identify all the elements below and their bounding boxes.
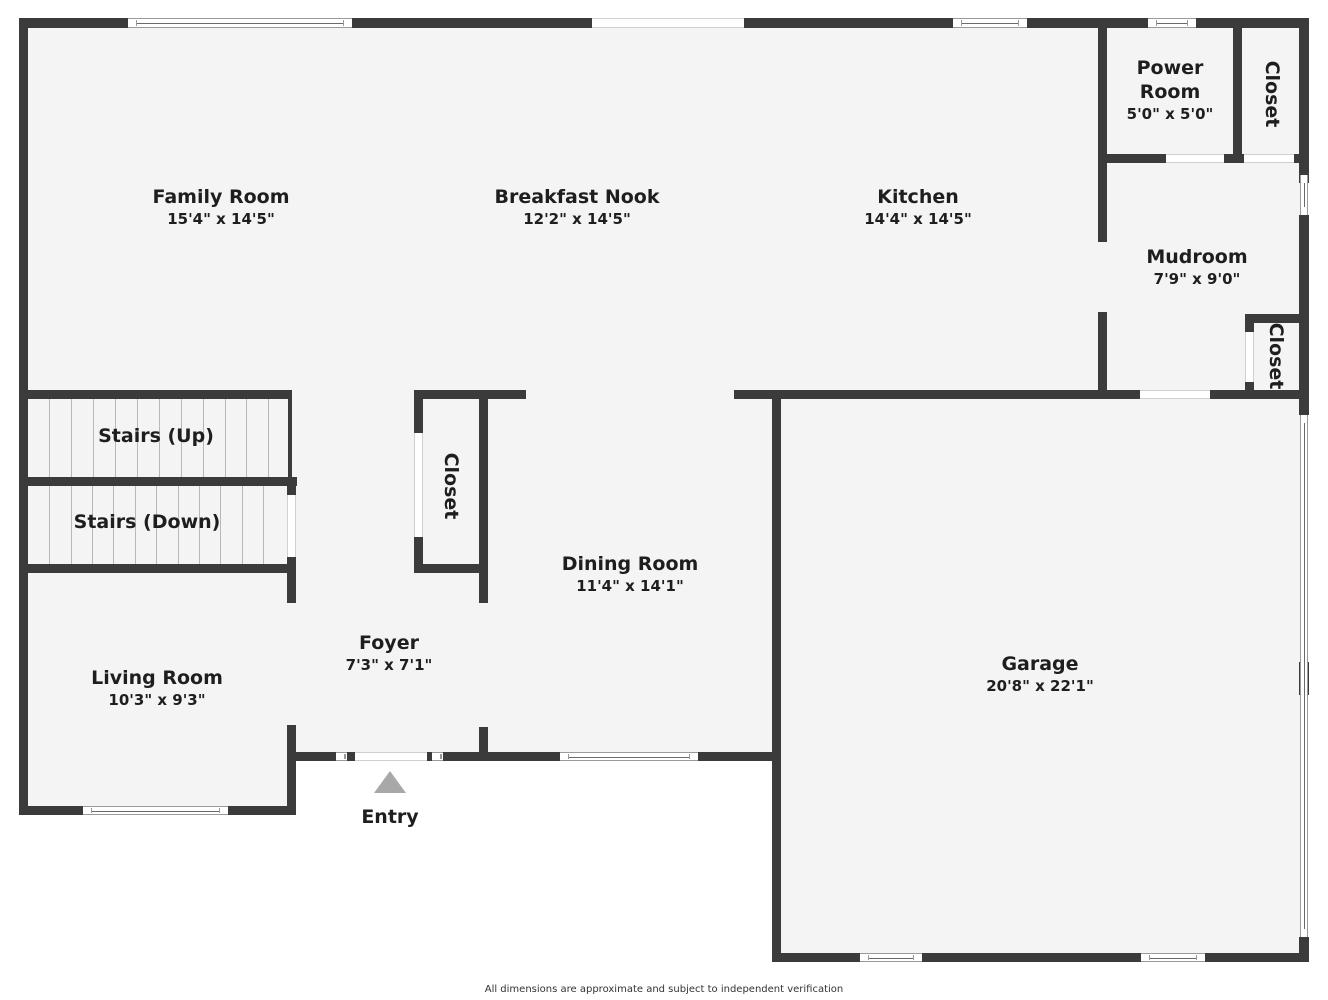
window-mudroom-east: [1300, 175, 1308, 215]
window-dining-front: [560, 752, 698, 761]
wall-power-bottom-c: [1294, 154, 1309, 163]
room-dims: 10'3" x 9'3": [108, 691, 206, 709]
floor-living: [24, 750, 292, 808]
wall-left: [19, 18, 28, 815]
room-dims: 14'4" x 14'5": [864, 210, 972, 228]
sidelight-left: [336, 752, 347, 761]
room-stairs-up: Stairs (Up): [98, 424, 214, 448]
entry-text: Entry: [361, 806, 419, 828]
wall-foyer-dining-stub: [479, 727, 488, 757]
room-name: Stairs (Down): [73, 511, 221, 533]
wall-dining-garage-top: [734, 390, 1104, 399]
door-closet-mud: [1245, 332, 1254, 382]
room-mudroom: Mudroom 7'9" x 9'0": [1146, 245, 1247, 289]
wall-stairs-mid: [19, 477, 297, 486]
wall-stairs-top: [19, 390, 292, 399]
room-name: Dining Room: [561, 553, 699, 575]
room-stairs-down: Stairs (Down): [74, 510, 221, 534]
room-garage: Garage 20'8" x 22'1": [986, 652, 1094, 696]
wall-power-bottom-b: [1224, 154, 1244, 163]
room-dims: 20'8" x 22'1": [986, 677, 1094, 695]
room-name: Breakfast Nook: [494, 186, 660, 208]
room-dims: 11'4" x 14'1": [576, 577, 684, 595]
window-garage-bottom-2: [1141, 953, 1205, 962]
entry-arrow-icon: [374, 771, 406, 793]
opening-stairs-down: [287, 495, 296, 557]
window-kitchen-top: [953, 18, 1027, 28]
wall-power-bottom-a: [1098, 154, 1166, 163]
wall-closet-foyer-left-b: [414, 537, 423, 573]
room-closet-foyer: Closet: [440, 452, 462, 520]
floor-west: [24, 390, 776, 756]
wall-stairs-up-right: [288, 390, 292, 480]
room-name: Kitchen: [877, 186, 959, 208]
door-closet-top: [1244, 154, 1294, 163]
room-dims: 5'0" x 5'0": [1126, 105, 1214, 123]
floor-garage: [776, 396, 1306, 954]
wall-stairs-bottom: [19, 564, 296, 573]
room-name: Garage: [1001, 653, 1079, 675]
room-foyer: Foyer 7'3" x 7'1": [346, 631, 433, 675]
wall-power-right: [1233, 18, 1242, 162]
entry-label: Entry: [361, 805, 418, 829]
wall-garage-left: [772, 396, 781, 962]
wall-mud-bottom-b: [1210, 390, 1309, 399]
wall-living-right: [287, 725, 296, 815]
wall-power-left: [1098, 18, 1107, 242]
window-living-bottom: [83, 806, 228, 815]
door-mud-garage: [1140, 390, 1210, 399]
room-dining-room: Dining Room 11'4" x 14'1": [562, 552, 699, 596]
wall-closet-foyer-left-a: [414, 390, 423, 433]
wall-closet-mud-left-b: [1245, 382, 1254, 394]
room-breakfast-nook: Breakfast Nook 12'2" x 14'5": [495, 185, 660, 229]
room-name: Family Room: [152, 186, 290, 208]
room-closet-mudroom: Closet: [1265, 322, 1287, 390]
room-family-room: Family Room 15'4" x 14'5": [152, 185, 289, 229]
room-living-room: Living Room 10'3" x 9'3": [91, 666, 223, 710]
wall-right-upper: [1299, 18, 1309, 183]
wall-stairs-down-right-a: [287, 477, 296, 495]
wall-right-garage-2: [1299, 937, 1309, 962]
wall-closet-foyer-bottom: [414, 564, 488, 573]
door-closet-foyer: [414, 433, 423, 537]
room-name-line2: Room: [1139, 81, 1201, 103]
sidelight-right: [432, 752, 443, 761]
room-name: Living Room: [91, 667, 223, 689]
wall-closet-mud-left-a: [1245, 314, 1254, 332]
wall-garage-bottom: [772, 953, 1309, 962]
opening-nook-top: [592, 18, 744, 28]
room-name: Foyer: [359, 632, 419, 654]
room-closet-top: Closet: [1261, 60, 1283, 128]
room-name: Mudroom: [1146, 246, 1248, 268]
door-power: [1166, 154, 1224, 163]
window-power-top: [1148, 18, 1196, 28]
room-power-room: Power Room 5'0" x 5'0": [1127, 56, 1214, 124]
wall-closet-foyer-right: [479, 390, 488, 603]
room-name: Stairs (Up): [98, 425, 214, 447]
room-dims: 12'2" x 14'5": [523, 210, 631, 228]
front-door[interactable]: [355, 752, 427, 761]
room-kitchen: Kitchen 14'4" x 14'5": [864, 185, 972, 229]
disclaimer: All dimensions are approximate and subje…: [484, 984, 844, 995]
window-garage-bottom-1: [860, 953, 922, 962]
wall-closet-mud-top: [1245, 314, 1309, 323]
wall-front: [287, 752, 777, 761]
floor-main: [24, 24, 1304, 394]
window-garage-east: [1300, 415, 1308, 937]
wall-closet-top: [414, 390, 526, 399]
room-dims: 7'3" x 7'1": [345, 656, 433, 674]
wall-mud-bottom-a: [1098, 390, 1140, 399]
window-family-top: [128, 18, 352, 28]
wall-stairs-down-right-b: [287, 557, 296, 603]
room-dims: 7'9" x 9'0": [1153, 270, 1241, 288]
wall-mud-left-lower: [1098, 312, 1107, 397]
room-name: Power: [1136, 57, 1204, 79]
room-dims: 15'4" x 14'5": [167, 210, 275, 228]
